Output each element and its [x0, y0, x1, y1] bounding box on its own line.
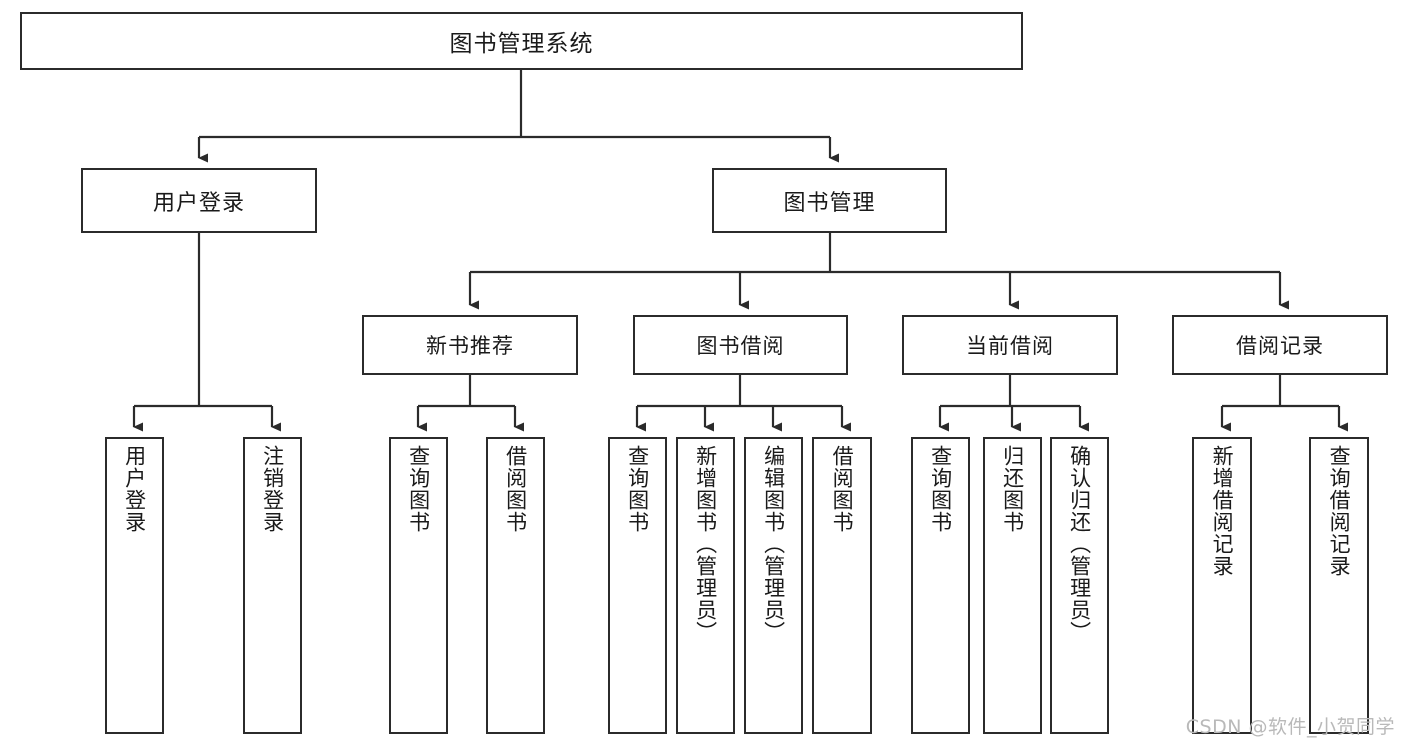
leaf-logout-label: 注销登录 — [260, 445, 285, 533]
leaf-query-borrow-record-label: 查询借阅记录 — [1327, 445, 1352, 577]
node-root[interactable]: 图书管理系统 — [20, 12, 1023, 70]
watermark-text: CSDN @软件_小贺同学 — [1185, 716, 1395, 738]
node-root-label: 图书管理系统 — [449, 31, 594, 57]
node-borrow-record[interactable]: 借阅记录 — [1172, 315, 1388, 375]
node-borrow-record-label: 借阅记录 — [1236, 334, 1324, 358]
leaf-edit-book-admin[interactable]: 编辑图书（管理员） — [744, 437, 803, 734]
leaf-logout[interactable]: 注销登录 — [243, 437, 302, 734]
node-book-borrow[interactable]: 图书借阅 — [633, 315, 848, 375]
leaf-edit-book-admin-label: 编辑图书（管理员） — [761, 445, 786, 643]
leaf-return-book[interactable]: 归还图书 — [983, 437, 1042, 734]
node-book-borrow-label: 图书借阅 — [696, 334, 785, 358]
leaf-user-login[interactable]: 用户登录 — [105, 437, 164, 734]
node-book-management[interactable]: 图书管理 — [712, 168, 947, 233]
node-new-book-recommend-label: 新书推荐 — [426, 334, 514, 358]
node-book-management-label: 图书管理 — [783, 190, 876, 216]
leaf-borrow-book-recommend-label: 借阅图书 — [503, 445, 528, 533]
leaf-add-borrow-record[interactable]: 新增借阅记录 — [1192, 437, 1252, 734]
node-new-book-recommend[interactable]: 新书推荐 — [362, 315, 578, 375]
node-current-borrow-label: 当前借阅 — [966, 334, 1054, 358]
leaf-query-book-current[interactable]: 查询图书 — [911, 437, 970, 734]
leaf-query-book-recommend-label: 查询图书 — [406, 445, 431, 533]
leaf-return-book-label: 归还图书 — [1000, 445, 1025, 533]
leaf-borrow-book-recommend[interactable]: 借阅图书 — [486, 437, 545, 734]
node-user-login[interactable]: 用户登录 — [81, 168, 317, 233]
leaf-query-book-recommend[interactable]: 查询图书 — [389, 437, 448, 734]
leaf-borrow-book-label: 借阅图书 — [830, 445, 855, 533]
leaf-add-book-admin-label: 新增图书（管理员） — [693, 445, 718, 643]
leaf-query-book-current-label: 查询图书 — [928, 445, 953, 533]
leaf-borrow-book[interactable]: 借阅图书 — [812, 437, 872, 734]
node-user-login-label: 用户登录 — [152, 190, 245, 216]
leaf-confirm-return-admin[interactable]: 确认归还（管理员） — [1050, 437, 1109, 734]
leaf-confirm-return-admin-label: 确认归还（管理员） — [1067, 445, 1092, 643]
leaf-query-book-borrow-label: 查询图书 — [625, 445, 650, 533]
node-current-borrow[interactable]: 当前借阅 — [902, 315, 1118, 375]
leaf-add-borrow-record-label: 新增借阅记录 — [1210, 445, 1235, 577]
leaf-add-book-admin[interactable]: 新增图书（管理员） — [676, 437, 735, 734]
leaf-query-book-borrow[interactable]: 查询图书 — [608, 437, 667, 734]
leaf-user-login-label: 用户登录 — [122, 445, 147, 533]
leaf-query-borrow-record[interactable]: 查询借阅记录 — [1309, 437, 1369, 734]
